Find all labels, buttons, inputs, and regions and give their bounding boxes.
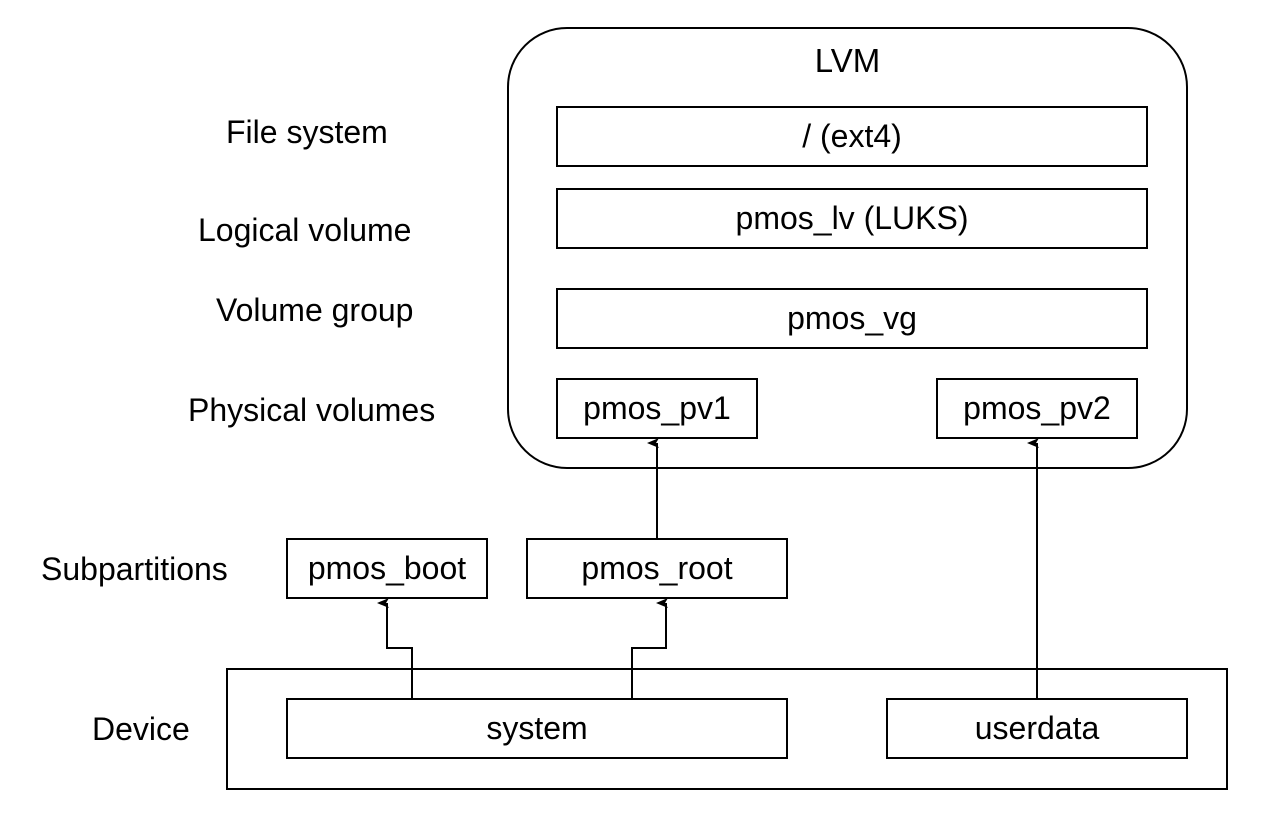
subpartition-root-box: pmos_root [526,538,788,599]
physical-volume-pv1-box: pmos_pv1 [556,378,758,439]
layer-label-physical-volumes: Physical volumes [188,392,436,428]
subpartition-boot-box: pmos_boot [286,538,488,599]
layer-label-subpartitions: Subpartitions [41,551,228,587]
physical-volume-pv2-box: pmos_pv2 [936,378,1138,439]
layer-label-filesystem: File system [226,114,388,150]
layer-label-device: Device [92,711,190,747]
logical-volume-box: pmos_lv (LUKS) [556,188,1148,249]
device-system-box: system [286,698,788,759]
lvm-title: LVM [814,42,881,79]
filesystem-box: / (ext4) [556,106,1148,167]
layer-label-volume-group: Volume group [216,292,414,328]
device-userdata-box: userdata [886,698,1188,759]
volume-group-box: pmos_vg [556,288,1148,349]
layer-label-logical-volume: Logical volume [198,212,412,248]
